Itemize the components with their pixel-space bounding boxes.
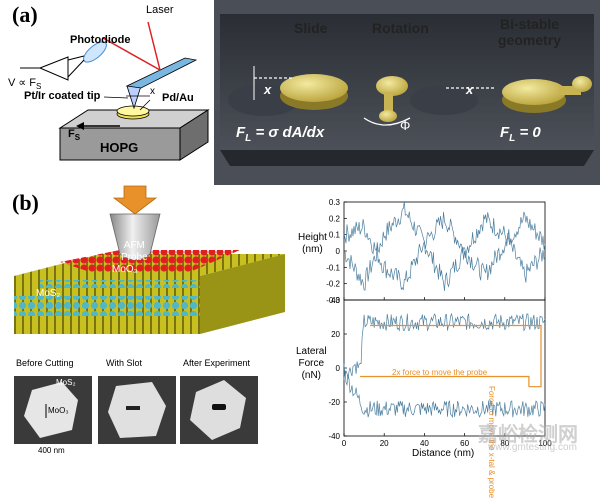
force-ylabel: Lateral Force (nN) bbox=[296, 346, 327, 382]
tem-after bbox=[180, 376, 258, 444]
v-formula-label: V ∝ FS bbox=[8, 76, 41, 91]
fs-sub: S bbox=[74, 133, 81, 143]
force-xtick-label: 20 bbox=[380, 439, 389, 448]
force-annotation-line-1 bbox=[370, 324, 542, 388]
fl-eq1-f: F bbox=[236, 124, 246, 141]
height-ytick-label: 0.1 bbox=[329, 231, 341, 240]
height-ytick-label: 0 bbox=[336, 247, 341, 256]
afm-schematic bbox=[20, 21, 210, 161]
height-ytick-label: 0.3 bbox=[329, 198, 341, 207]
probe-line2: Probe bbox=[121, 252, 148, 263]
moo3-label: MoO₃ bbox=[112, 264, 138, 275]
tem-before-svg bbox=[24, 382, 78, 438]
photodiode-label: Photodiode bbox=[70, 34, 131, 46]
force-annotation: 2x force to move the probe bbox=[392, 368, 488, 377]
fl-eq2-rest: = 0 bbox=[515, 124, 541, 141]
x-axis-label: Distance (nm) bbox=[412, 448, 475, 459]
watermark-url: www.gmtesting.com bbox=[488, 442, 577, 453]
tip-label: Pt/Ir coated tip bbox=[24, 90, 101, 102]
force-ylabel-2: Force bbox=[298, 358, 325, 369]
fl-eq1: FL = σ dA/dx bbox=[236, 124, 324, 144]
force-ytick-label: 40 bbox=[331, 296, 340, 305]
height-ytick-label: -0.3 bbox=[326, 296, 340, 305]
force-ytick-label: 20 bbox=[331, 330, 340, 339]
force-xtick-label: 40 bbox=[420, 439, 429, 448]
v-formula-sub: S bbox=[36, 82, 42, 92]
height-ytick-label: -0.2 bbox=[326, 280, 340, 289]
fl-eq1-rest: = σ dA/dx bbox=[251, 124, 325, 141]
slide-label: Slide bbox=[294, 20, 328, 36]
watermark-cn: 嘉峪检测网 bbox=[478, 424, 578, 446]
panel-a-label: (a) bbox=[12, 2, 38, 27]
tem-moo3-label: MoO₃ bbox=[48, 406, 69, 415]
fl-eq2-f: F bbox=[500, 124, 510, 141]
height-series-1 bbox=[343, 211, 546, 291]
force-xtick-label: 100 bbox=[538, 439, 552, 448]
fs-main: F bbox=[68, 128, 75, 140]
probe-label: AFM Probe bbox=[121, 240, 148, 264]
height-ylabel-2: (nm) bbox=[302, 244, 323, 255]
fl-eq2-sub: L bbox=[509, 133, 516, 144]
force-xtick-label: 80 bbox=[500, 439, 509, 448]
tem-title-slot: With Slot bbox=[106, 358, 143, 368]
force-xtick-label: 0 bbox=[342, 439, 347, 448]
force-series-backward bbox=[343, 370, 546, 419]
tem-after-svg bbox=[190, 380, 246, 440]
x-right-label: x bbox=[466, 82, 474, 97]
rotation-label: Rotation bbox=[372, 20, 429, 36]
fs-label: FS bbox=[68, 128, 80, 142]
phi-label: Φ bbox=[400, 118, 411, 133]
tem-title-before: Before Cutting bbox=[16, 358, 74, 368]
crystal-model bbox=[14, 185, 285, 334]
force-ytick-label: -40 bbox=[328, 432, 340, 441]
tem-scale-label: 400 nm bbox=[38, 446, 65, 455]
laser-label: Laser bbox=[146, 4, 174, 16]
bistable-line2: geometry bbox=[498, 32, 562, 48]
height-ytick-label: -0.1 bbox=[326, 263, 340, 272]
height-series-0 bbox=[343, 201, 546, 292]
force-annotation-line-0 bbox=[360, 375, 530, 387]
tem-mos2-label: MoS₂ bbox=[56, 378, 76, 387]
tem-before bbox=[14, 376, 92, 444]
sliding-render bbox=[214, 0, 600, 185]
v-formula-main: V ∝ F bbox=[8, 77, 37, 89]
x-left-label: x bbox=[264, 82, 272, 97]
tem-title-after: After Experiment bbox=[183, 358, 251, 368]
force-ytick-label: -20 bbox=[328, 398, 340, 407]
tem-slot-svg bbox=[108, 382, 166, 438]
panel-b-label: (b) bbox=[12, 190, 39, 215]
force-ytick-label: 0 bbox=[336, 364, 341, 373]
height-ytick-label: 0.2 bbox=[329, 214, 341, 223]
probe-line1: AFM bbox=[123, 240, 145, 251]
tem-slot bbox=[98, 376, 176, 444]
bistable-line1: Bi-stable bbox=[499, 16, 560, 32]
height-ylabel: Height (nm) bbox=[298, 232, 327, 256]
hopg-label: HOPG bbox=[100, 140, 139, 155]
bistable-label: Bi-stable geometry bbox=[498, 16, 561, 48]
height-ylabel-1: Height bbox=[298, 232, 327, 243]
mos2-label: MoS₂ bbox=[36, 288, 61, 299]
fl-eq1-sub: L bbox=[245, 133, 252, 144]
fl-eq2: FL = 0 bbox=[500, 124, 541, 144]
force-ylabel-1: Lateral bbox=[296, 346, 327, 357]
force-ylabel-3: (nN) bbox=[301, 370, 322, 381]
pdau-label: Pd/Au bbox=[162, 92, 194, 104]
x-label: x bbox=[150, 86, 155, 97]
force-xtick-label: 60 bbox=[460, 439, 469, 448]
